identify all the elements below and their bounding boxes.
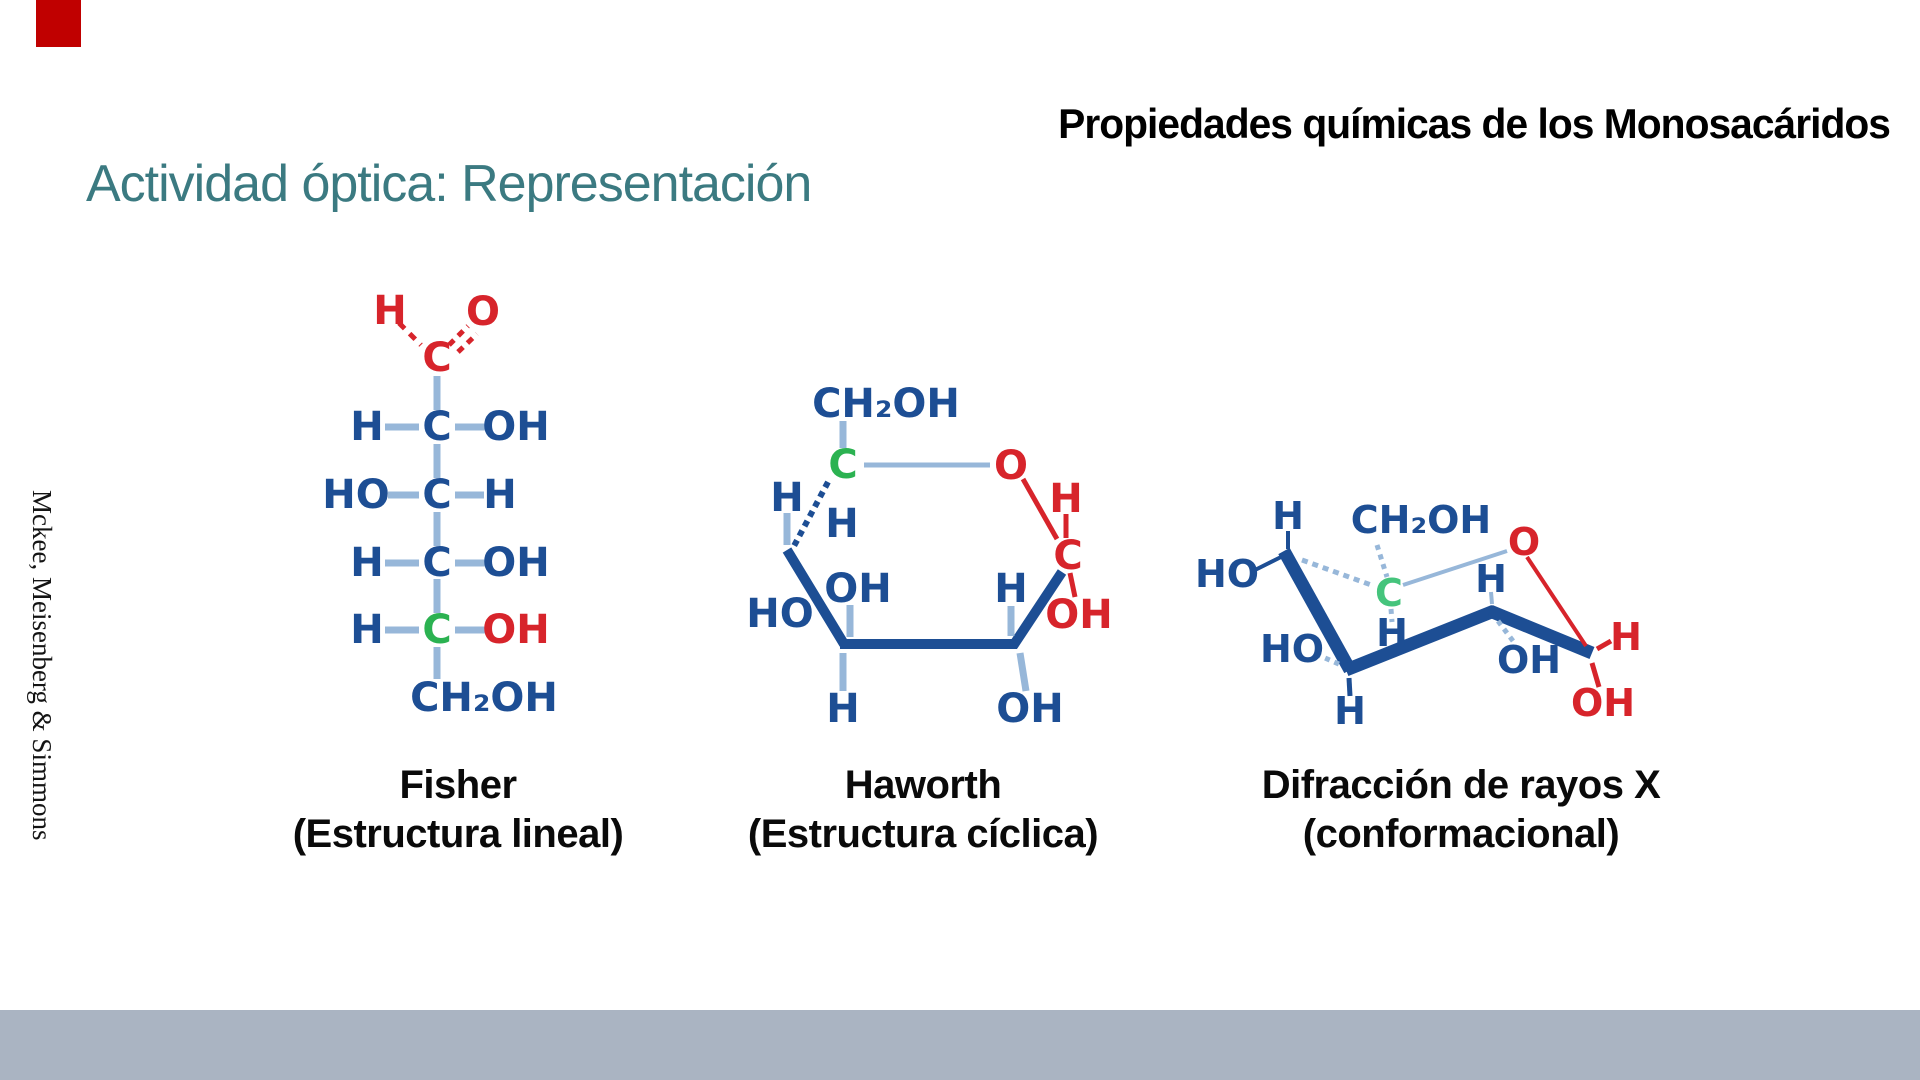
bond [782,547,849,647]
atom-label: C [828,442,857,488]
atom-label: H [350,404,383,450]
bond [1008,569,1067,649]
bond [397,321,423,347]
caption-haworth: Haworth (Estructura cíclica) [643,761,1203,859]
atom-label: OH [824,566,891,612]
atom-label: H [1610,615,1642,659]
bond [1487,604,1595,660]
atom-label: OH [482,404,549,450]
atom-label: C [422,472,451,518]
bond [1595,638,1613,652]
bond [1525,555,1588,648]
atom-label: OH [482,540,549,586]
bond [1314,651,1343,668]
bond [1278,547,1356,674]
atom-label: C [1375,571,1403,615]
atom-label: O [466,289,500,335]
caption-fischer: Fisher (Estructura lineal) [178,761,738,859]
atom-label: OH [482,607,549,653]
atom-label: C [422,540,451,586]
bond [1346,677,1353,697]
bond [1067,572,1078,598]
atom-label: CH₂OH [812,381,960,427]
atom-label: HO [746,591,813,637]
slide-kicker: Propiedades químicas de los Monosacárido… [1058,100,1891,147]
atom-label: H [1272,494,1304,538]
caption-xray-sub: (conformacional) [1302,812,1620,856]
atom-label: OH [996,686,1063,732]
atom-label: OH [1045,592,1112,638]
atom-label: H [350,540,383,586]
atom-label: C [422,404,451,450]
atom-label: HO [1260,627,1324,671]
atom-label: H [825,501,858,547]
atom-label: H [1475,557,1507,601]
caption-xray-name: Difracción de rayos X [1261,763,1661,807]
atom-label: OH [1497,638,1561,682]
caption-haworth-sub: (Estructura cíclica) [747,812,1099,856]
page-title: Actividad óptica: Representación [86,155,812,213]
atom-label: H [373,288,406,334]
bond [447,324,470,347]
atom-label: CH₂OH [1351,498,1491,542]
atom-label: H [483,472,516,518]
atom-label: O [994,443,1028,489]
bond [1301,557,1375,589]
atom-label: HO [1195,552,1259,596]
bond [1589,662,1602,688]
atom-label: C [1053,533,1082,579]
bond [791,480,831,548]
top-left-accent-bar [36,0,81,47]
bond [1489,591,1494,605]
atom-label: CH₂OH [410,675,558,721]
atom-label: H [1049,476,1082,522]
caption-haworth-name: Haworth [844,763,1002,807]
bond [1402,549,1508,587]
bond [1388,608,1395,623]
atom-label: H [826,686,859,732]
atom-label: H [770,475,803,521]
atom-label: O [1508,520,1540,564]
atom-label: HO [322,472,389,518]
atom-label: C [422,335,451,381]
bond [1343,604,1497,677]
bond [1016,652,1030,692]
atom-label: OH [1571,681,1635,725]
bond [456,332,479,354]
bond [1020,477,1060,541]
atom-label: C [422,607,451,653]
caption-xray: Difracción de rayos X (conformacional) [1181,761,1741,859]
atom-label: H [994,566,1027,612]
atom-label: H [1376,611,1408,655]
source-citation: Mckee, Meisenberg & Simmons [27,490,57,841]
bottom-bar [0,1010,1920,1080]
atom-label: H [350,607,383,653]
atom-label: H [1334,689,1366,733]
caption-fischer-name: Fisher [399,763,517,807]
caption-fischer-sub: (Estructura lineal) [292,812,624,856]
bond [1496,619,1518,647]
bond [1252,555,1282,573]
